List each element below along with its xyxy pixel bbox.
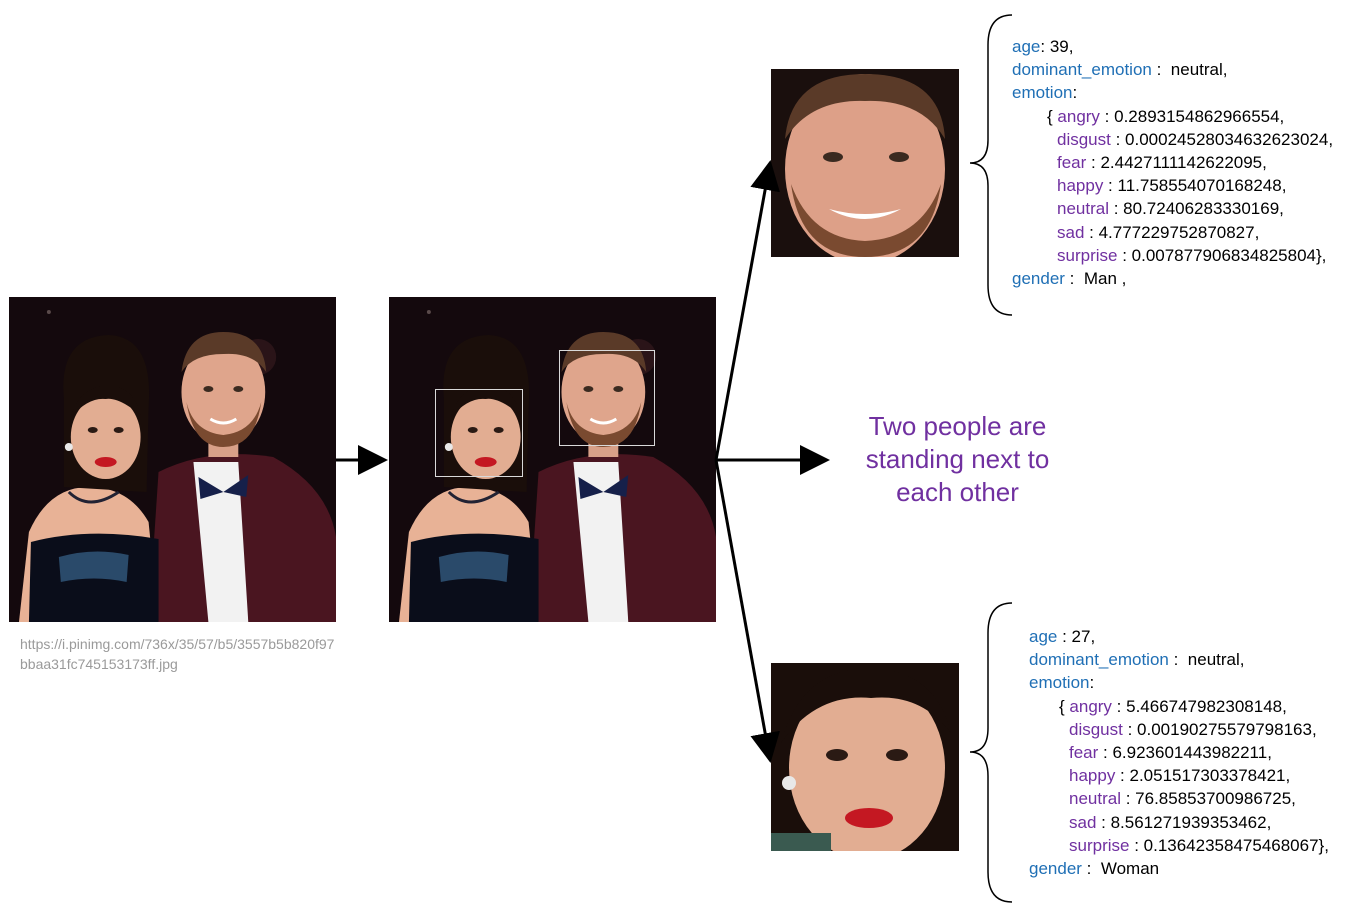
emotion-surprise-value: 0.13642358475468067}, <box>1143 835 1329 855</box>
dominant-emotion-value: neutral, <box>1170 60 1228 80</box>
gender-key: gender <box>1012 268 1065 288</box>
emotion-surprise-key: surprise <box>1057 245 1118 265</box>
emotion-neutral-value: 76.85853700986725, <box>1135 789 1296 809</box>
emotion-sad-key: sad <box>1057 222 1085 242</box>
emotion-key: emotion <box>1029 673 1090 693</box>
emotion-disgust-key: disgust <box>1057 129 1111 149</box>
face-box-woman <box>435 389 523 477</box>
brace-woman <box>969 602 1013 903</box>
brace-man <box>969 14 1013 316</box>
source-image <box>9 297 336 622</box>
emotion-disgust-value: 0.00190275579798163, <box>1137 719 1317 739</box>
emotion-angry-value: 5.466747982308148, <box>1126 696 1287 716</box>
age-key: age <box>1029 627 1058 646</box>
emotion-angry-value: 0.2893154862966554, <box>1114 106 1285 126</box>
emotion-surprise-key: surprise <box>1069 835 1130 855</box>
image-caption: Two people are standing next to each oth… <box>865 411 1050 507</box>
emotion-neutral-key: neutral <box>1069 789 1121 809</box>
source-url: https://i.pinimg.com/736x/35/57/b5/3557b… <box>20 636 335 672</box>
dominant-emotion-key: dominant_emotion <box>1029 650 1169 670</box>
emotion-happy-value: 11.758554070168248, <box>1117 176 1287 196</box>
arrow-to-woman-face <box>714 459 780 763</box>
age-value: 39, <box>1049 37 1074 56</box>
emotion-sad-value: 4.777229752870827, <box>1098 222 1260 242</box>
emotion-key: emotion <box>1012 83 1073 103</box>
dominant-emotion-value: neutral, <box>1187 650 1245 670</box>
emotion-neutral-key: neutral <box>1057 199 1109 219</box>
face-crop-man <box>771 69 959 257</box>
emotion-fear-key: fear <box>1069 742 1099 762</box>
gender-key: gender <box>1029 858 1082 878</box>
attributes-woman: age : 27, dominant_emotion : neutral, em… <box>1029 627 1329 878</box>
age-value: 27, <box>1071 627 1096 646</box>
dominant-emotion-key: dominant_emotion <box>1012 60 1152 80</box>
emotion-happy-value: 2.051517303378421, <box>1129 766 1291 786</box>
arrow-to-man-face <box>714 160 780 461</box>
age-key: age <box>1012 37 1041 56</box>
emotion-happy-key: happy <box>1069 766 1116 786</box>
emotion-surprise-value: 0.007877906834825804}, <box>1131 245 1327 265</box>
emotion-neutral-value: 80.72406283330169, <box>1123 199 1284 219</box>
emotion-happy-key: happy <box>1057 176 1104 196</box>
emotion-disgust-key: disgust <box>1069 719 1123 739</box>
attributes-man: age: 39, dominant_emotion : neutral, emo… <box>1012 37 1334 288</box>
face-crop-woman <box>771 663 959 851</box>
emotion-fear-value: 2.4427111142622095, <box>1100 152 1267 172</box>
face-box-man <box>559 350 655 446</box>
emotion-sad-value: 8.561271939353462, <box>1110 812 1272 832</box>
emotion-fear-value: 6.923601443982211, <box>1112 742 1272 762</box>
emotion-angry-key: angry <box>1069 696 1112 716</box>
emotion-disgust-value: 0.00024528034632623024, <box>1125 129 1334 149</box>
gender-value: Man , <box>1083 268 1127 288</box>
emotion-fear-key: fear <box>1057 152 1087 172</box>
gender-value: Woman <box>1100 858 1160 878</box>
emotion-sad-key: sad <box>1069 812 1097 832</box>
emotion-angry-key: angry <box>1057 106 1100 126</box>
detected-faces-image <box>389 297 716 622</box>
